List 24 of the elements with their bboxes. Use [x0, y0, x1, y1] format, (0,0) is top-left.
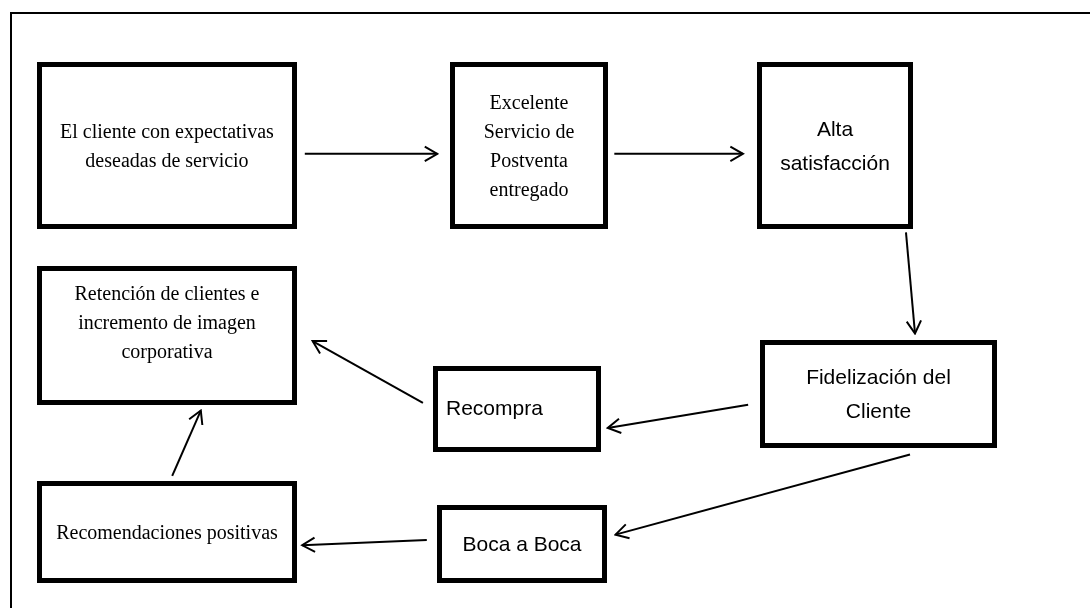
arrow	[301, 536, 428, 553]
process-box	[437, 505, 607, 583]
box-label: Recompra	[446, 395, 543, 421]
arrow	[606, 403, 750, 434]
process-box	[37, 481, 297, 583]
process-box	[757, 62, 913, 229]
box-label: Fidelización del Cliente	[805, 364, 952, 424]
arrow	[303, 145, 439, 163]
process-box	[760, 340, 997, 448]
box-label: Recomendaciones positivas	[56, 519, 278, 546]
box-label: Excelente Servicio de Postventa entregado	[482, 89, 576, 203]
arrow	[171, 409, 204, 477]
box-label: Alta satisfacción	[779, 115, 891, 176]
box-label: Boca a Boca	[462, 531, 582, 558]
arrow	[613, 145, 744, 163]
arrow	[311, 339, 424, 404]
process-box	[433, 366, 601, 452]
process-box	[37, 62, 297, 229]
process-box	[37, 266, 297, 405]
process-box	[450, 62, 608, 229]
arrow	[905, 231, 923, 335]
box-label: El cliente con expectativas deseadas de servicio	[59, 118, 275, 173]
box-label: Retención de clientes e incremento de imagen corporativa	[73, 281, 261, 365]
arrow	[614, 453, 911, 540]
